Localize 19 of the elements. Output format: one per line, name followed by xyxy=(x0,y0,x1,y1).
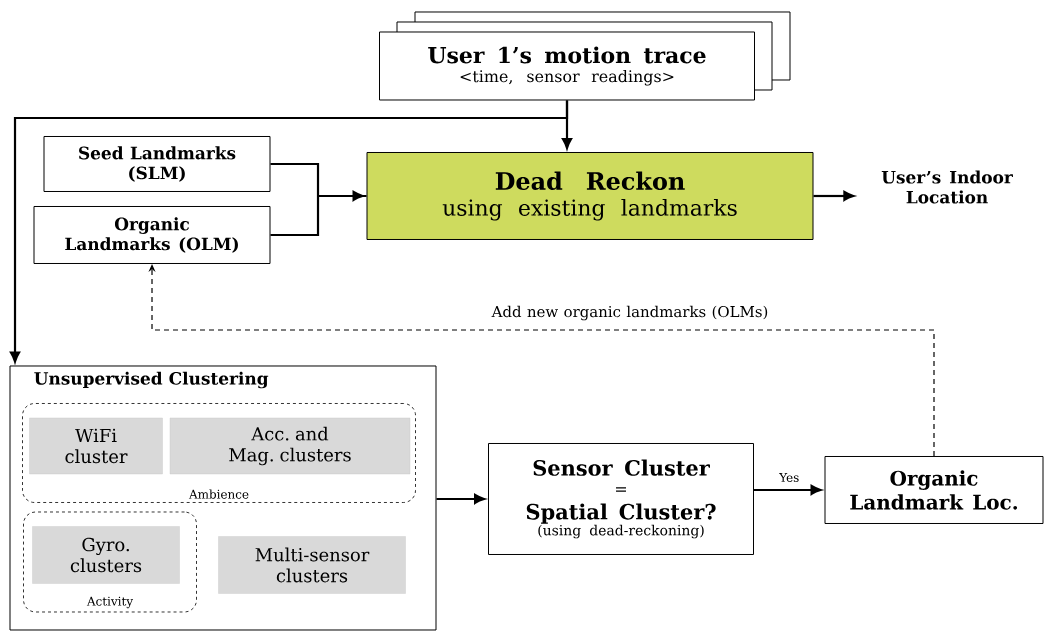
arrow xyxy=(813,190,855,202)
decision-box: Sensor Cluster = Spatial Cluster? (using dead-reckoning) xyxy=(488,443,754,555)
arrow xyxy=(436,493,486,505)
cluster-box: Multi-sensor clusters xyxy=(218,536,406,594)
arrow xyxy=(148,264,935,457)
output-label: User’s Indoor Location xyxy=(881,170,1013,204)
process-box: Organic Landmarks (OLM) xyxy=(33,206,271,264)
arrow xyxy=(269,162,368,237)
arrow xyxy=(9,100,569,363)
cluster-box: Acc. and Mag. clusters xyxy=(169,417,411,475)
edge-label: Yes xyxy=(777,471,802,484)
cluster-box: WiFi cluster xyxy=(29,417,163,475)
process-box: Dead Reckon using existing landmarks xyxy=(366,152,814,240)
edge-label: Add new organic landmarks (OLMs) xyxy=(489,303,771,323)
process-box: Seed Landmarks (SLM) xyxy=(43,136,271,192)
stacked-document-box: User 1’s motion trace <time, sensor readings> xyxy=(379,11,791,101)
arrow xyxy=(754,484,822,496)
cluster-box: Gyro. clusters xyxy=(32,526,180,584)
process-box: Organic Landmark Loc. xyxy=(824,456,1044,524)
